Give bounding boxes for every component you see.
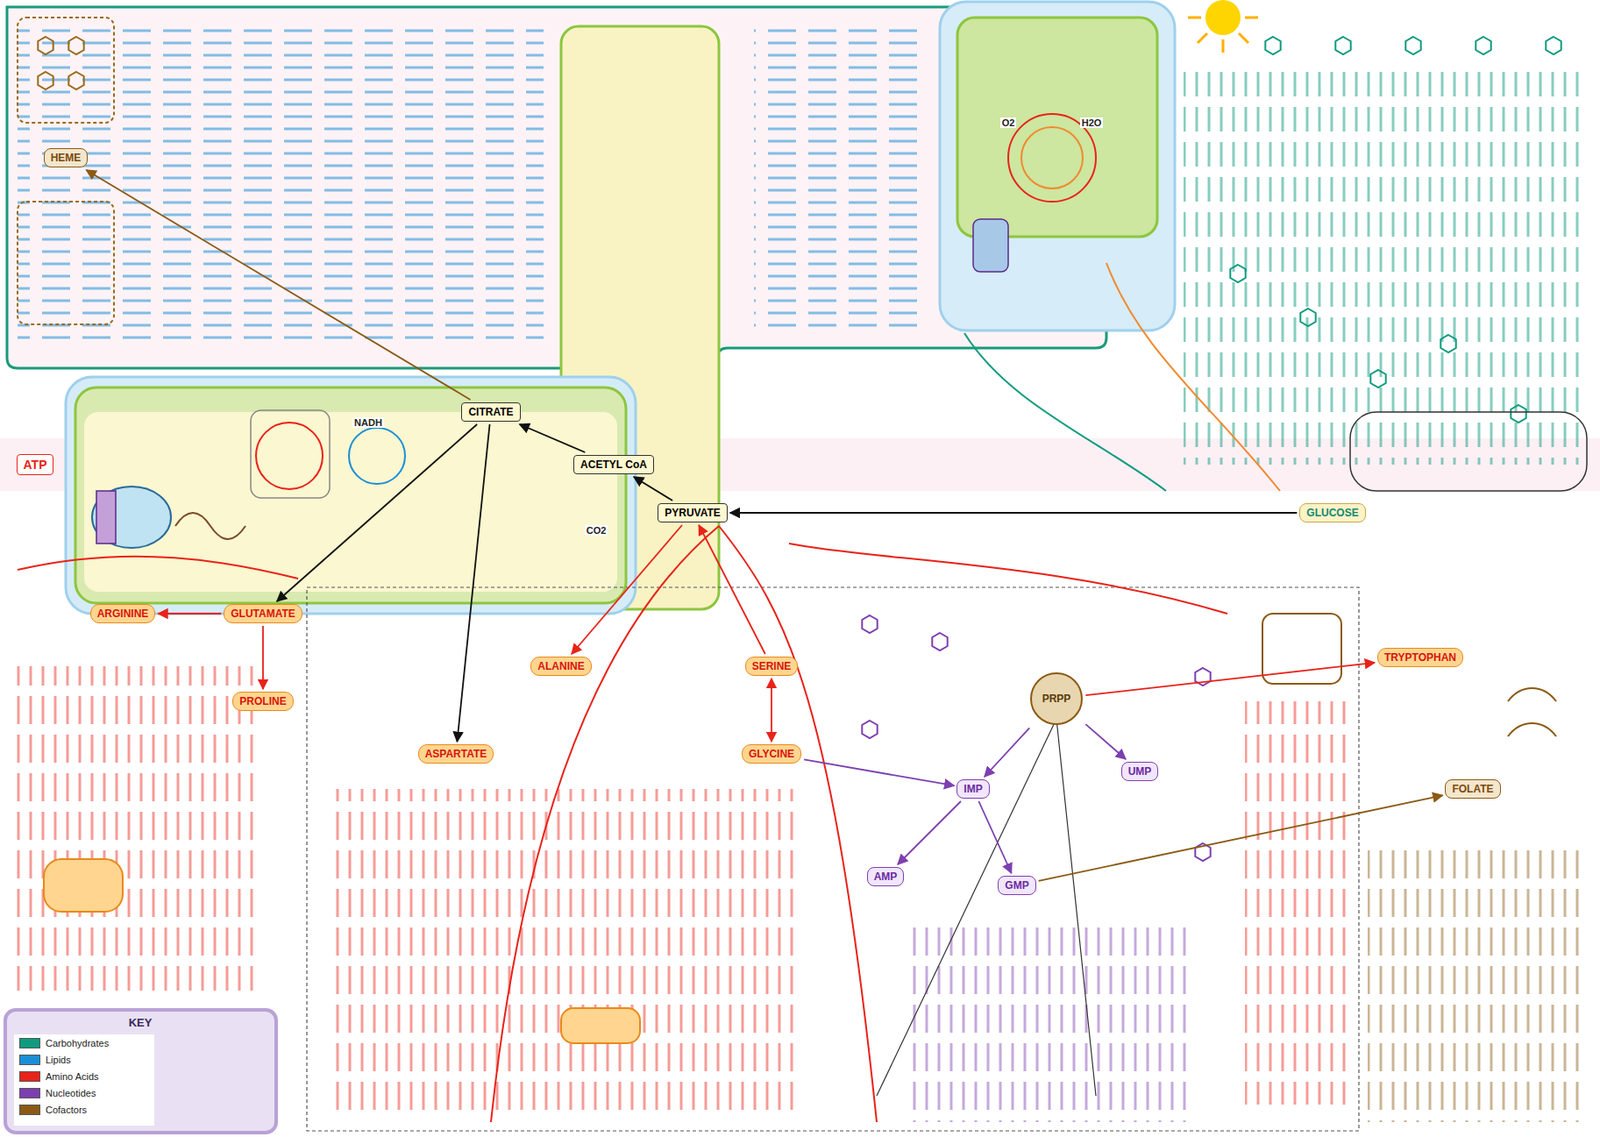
legend-text: Amino Acids	[45, 1071, 100, 1082]
amino-acid-box: GLYCINE	[741, 744, 802, 764]
legend-row: Nucleotides	[19, 1088, 96, 1099]
pathway-arrow	[277, 424, 477, 602]
legend-text: Nucleotides	[45, 1088, 96, 1099]
node-text: TRYPTOPHAN	[1384, 651, 1457, 664]
amino-acid-box: TRYPTOPHAN	[1377, 647, 1464, 668]
node-text: CITRATE	[468, 405, 513, 419]
pathway-arrow	[1085, 662, 1375, 696]
node-text: GMP	[1004, 879, 1029, 892]
pathway-arrow	[698, 525, 766, 655]
pathway-arrow	[803, 759, 954, 786]
pathway-arrow	[770, 678, 773, 742]
node-text: SERINE	[752, 660, 792, 673]
cofactor-box: HEME	[43, 148, 89, 168]
node-text: FOLATE	[1451, 782, 1494, 796]
metabolite-box: GLUCOSE	[1299, 503, 1366, 523]
pathway-arrow	[1085, 724, 1126, 760]
pathway-arrow	[519, 424, 586, 453]
node-text: ARGININE	[97, 607, 150, 620]
metabolite-box: CITRATE	[461, 402, 520, 422]
nucleotide-box: GMP	[997, 875, 1036, 896]
metabolite-box: PYRUVATE	[657, 503, 728, 523]
amino-acid-box: SERINE	[745, 656, 799, 676]
legend-swatch	[19, 1088, 41, 1099]
pathway-arrow	[1038, 795, 1444, 881]
nucleotide-box: AMP	[867, 867, 905, 887]
amino-acid-box: ARGININE	[90, 604, 157, 624]
cofactor-box: FOLATE	[1444, 779, 1501, 799]
metabolite-box: ACETYL CoA	[573, 455, 655, 475]
legend-swatch	[19, 1104, 41, 1116]
node-text: GLUTAMATE	[230, 607, 296, 620]
legend-row: Lipids	[19, 1054, 72, 1066]
amino-acid-box: ASPARTATE	[418, 744, 495, 764]
annotation-label: CO2	[584, 525, 609, 536]
annotation-label: O2	[1000, 117, 1017, 128]
legend-text: Cofactors	[45, 1104, 87, 1116]
pathway-arrow	[984, 727, 1030, 777]
node-text: HEME	[50, 151, 82, 164]
legend-swatch	[19, 1071, 41, 1082]
pathway-arrow	[262, 625, 264, 690]
pathway-arrow	[633, 476, 673, 501]
node-text: AMP	[874, 870, 898, 883]
node-text: GLUCOSE	[1306, 506, 1359, 520]
node-text: ATP	[23, 457, 48, 472]
node-text: ASPARTATE	[425, 747, 488, 761]
legend-text: Carbohydrates	[45, 1038, 109, 1049]
legend-swatch	[19, 1054, 41, 1066]
pathway-arrow	[157, 612, 221, 615]
energy-box: ATP	[16, 454, 55, 476]
nucleotide-box: IMP	[956, 779, 989, 799]
node-text: PRPP	[1042, 692, 1072, 705]
node-text: ACETYL CoA	[580, 458, 648, 471]
node-text: UMP	[1128, 765, 1152, 778]
annotation-label: H2O	[1080, 117, 1104, 128]
legend-swatch	[19, 1038, 41, 1049]
legend-title: KEY	[127, 1016, 155, 1030]
pathway-arrow	[978, 801, 1011, 874]
node-text: PROLINE	[239, 695, 286, 708]
node-text: PYRUVATE	[664, 506, 721, 520]
legend-row: Amino Acids	[19, 1071, 100, 1082]
amino-acid-box: GLUTAMATE	[223, 604, 303, 624]
pathway-arrow	[571, 525, 683, 655]
amino-acid-box: PROLINE	[232, 691, 293, 712]
legend-row: Carbohydrates	[19, 1038, 109, 1049]
amino-acid-box: ALANINE	[530, 656, 591, 676]
legend-row: Cofactors	[19, 1104, 87, 1116]
legend-text: Lipids	[45, 1054, 72, 1066]
node-text: ALANINE	[537, 660, 584, 673]
nucleotide-box: UMP	[1121, 761, 1160, 782]
node-text: GLYCINE	[748, 747, 795, 761]
pathway-arrow	[85, 170, 470, 400]
node-text: IMP	[963, 782, 982, 796]
annotation-label: NADH	[352, 417, 384, 428]
pathway-arrow	[730, 512, 1298, 514]
hub-circle: PRPP	[1030, 672, 1084, 726]
pathway-arrow	[456, 424, 490, 742]
pathway-arrow	[897, 801, 961, 865]
